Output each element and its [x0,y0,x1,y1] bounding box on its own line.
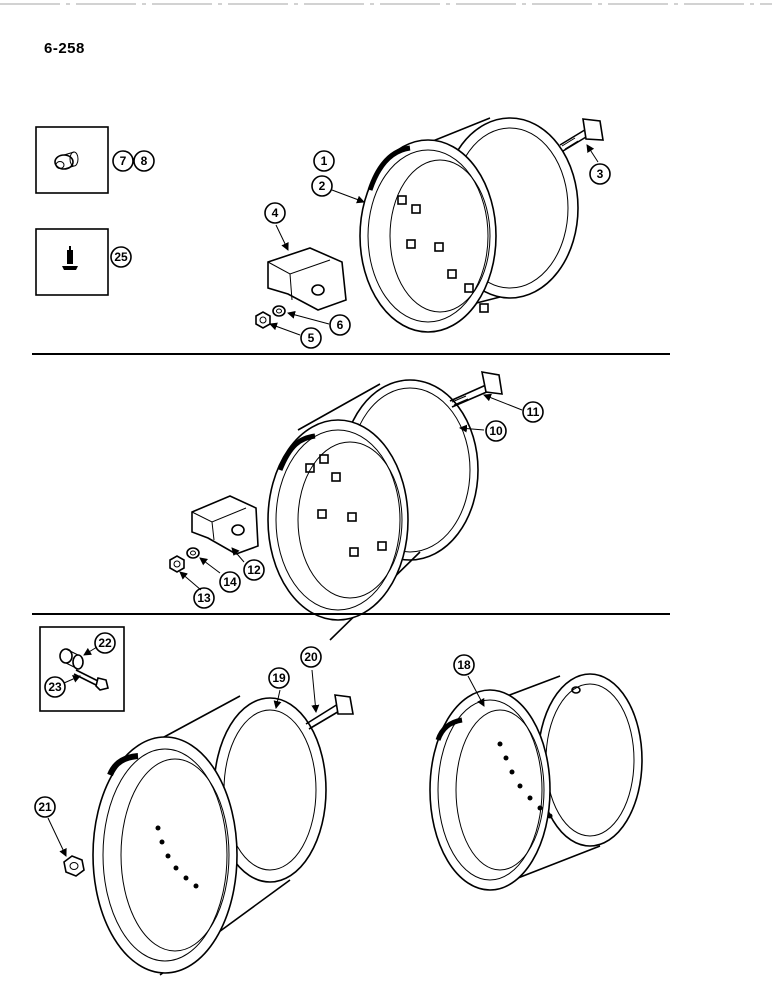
wheel-rim-19 [92,695,327,976]
inset-box-valve [35,228,109,296]
washer-14 [186,547,200,559]
callout-13: 13 [193,587,215,609]
bolt-23-icon [73,669,109,691]
sleeve-icon [54,151,79,170]
rim-bolt-holes [397,195,489,313]
callout-20: 20 [300,646,322,668]
wheel-rim-18 [429,673,643,891]
sleeve-22-icon [59,648,84,670]
callout-4: 4 [264,202,286,224]
svg-text:11: 11 [527,405,540,419]
nut-5 [255,311,271,329]
svg-text:7: 7 [120,154,127,168]
callout-1: 1 [313,150,335,172]
svg-text:1: 1 [321,154,328,168]
wheel-rim-1 [359,117,579,333]
nut-21 [63,855,85,877]
callout-10: 10 [485,420,507,442]
svg-text:6: 6 [337,318,344,332]
callout-6: 6 [329,314,351,336]
svg-text:12: 12 [247,563,261,577]
callout-25: 25 [110,246,132,268]
bolt-20 [305,694,354,730]
callout-22: 22 [94,632,116,654]
callout-19: 19 [268,667,290,689]
inset-box-sleeve-bolt [39,626,125,712]
callouts: 1 2 3 4 5 6 7 8 [34,150,611,818]
leader-lines [47,144,599,857]
svg-text:13: 13 [197,591,211,605]
clamp-4 [267,247,347,311]
svg-text:3: 3 [597,167,604,181]
svg-text:2: 2 [319,179,326,193]
svg-text:10: 10 [489,424,503,438]
svg-text:25: 25 [114,250,128,264]
svg-text:23: 23 [48,680,62,694]
clamp-12 [191,495,259,555]
svg-text:19: 19 [272,671,286,685]
callout-21: 21 [34,796,56,818]
callout-8: 8 [133,150,155,172]
nut-13 [169,555,185,573]
callout-12: 12 [243,559,265,581]
rim-bolt-holes [305,454,387,557]
valve-stem-icon [62,246,78,270]
callout-5: 5 [300,327,322,349]
callout-23: 23 [44,676,66,698]
bolt-11 [449,371,503,408]
callout-18: 18 [453,654,475,676]
svg-text:4: 4 [272,206,279,220]
svg-text:20: 20 [304,650,318,664]
callout-11: 11 [522,401,544,423]
wheel-rim-10 [267,379,479,641]
page-number: 6-258 [44,40,85,57]
washer-6 [272,305,286,317]
callout-3: 3 [589,163,611,185]
callout-7: 7 [112,150,134,172]
rim-bolt-holes [155,825,199,889]
svg-text:14: 14 [223,575,237,589]
rim-bolt-holes [497,741,553,819]
inset-box-sleeve [35,126,109,194]
svg-text:18: 18 [457,658,471,672]
svg-text:21: 21 [38,800,52,814]
callout-2: 2 [311,175,333,197]
svg-text:22: 22 [98,636,112,650]
svg-text:8: 8 [141,154,148,168]
svg-text:5: 5 [308,331,315,345]
bolt-3 [559,118,604,152]
callout-14: 14 [219,571,241,593]
